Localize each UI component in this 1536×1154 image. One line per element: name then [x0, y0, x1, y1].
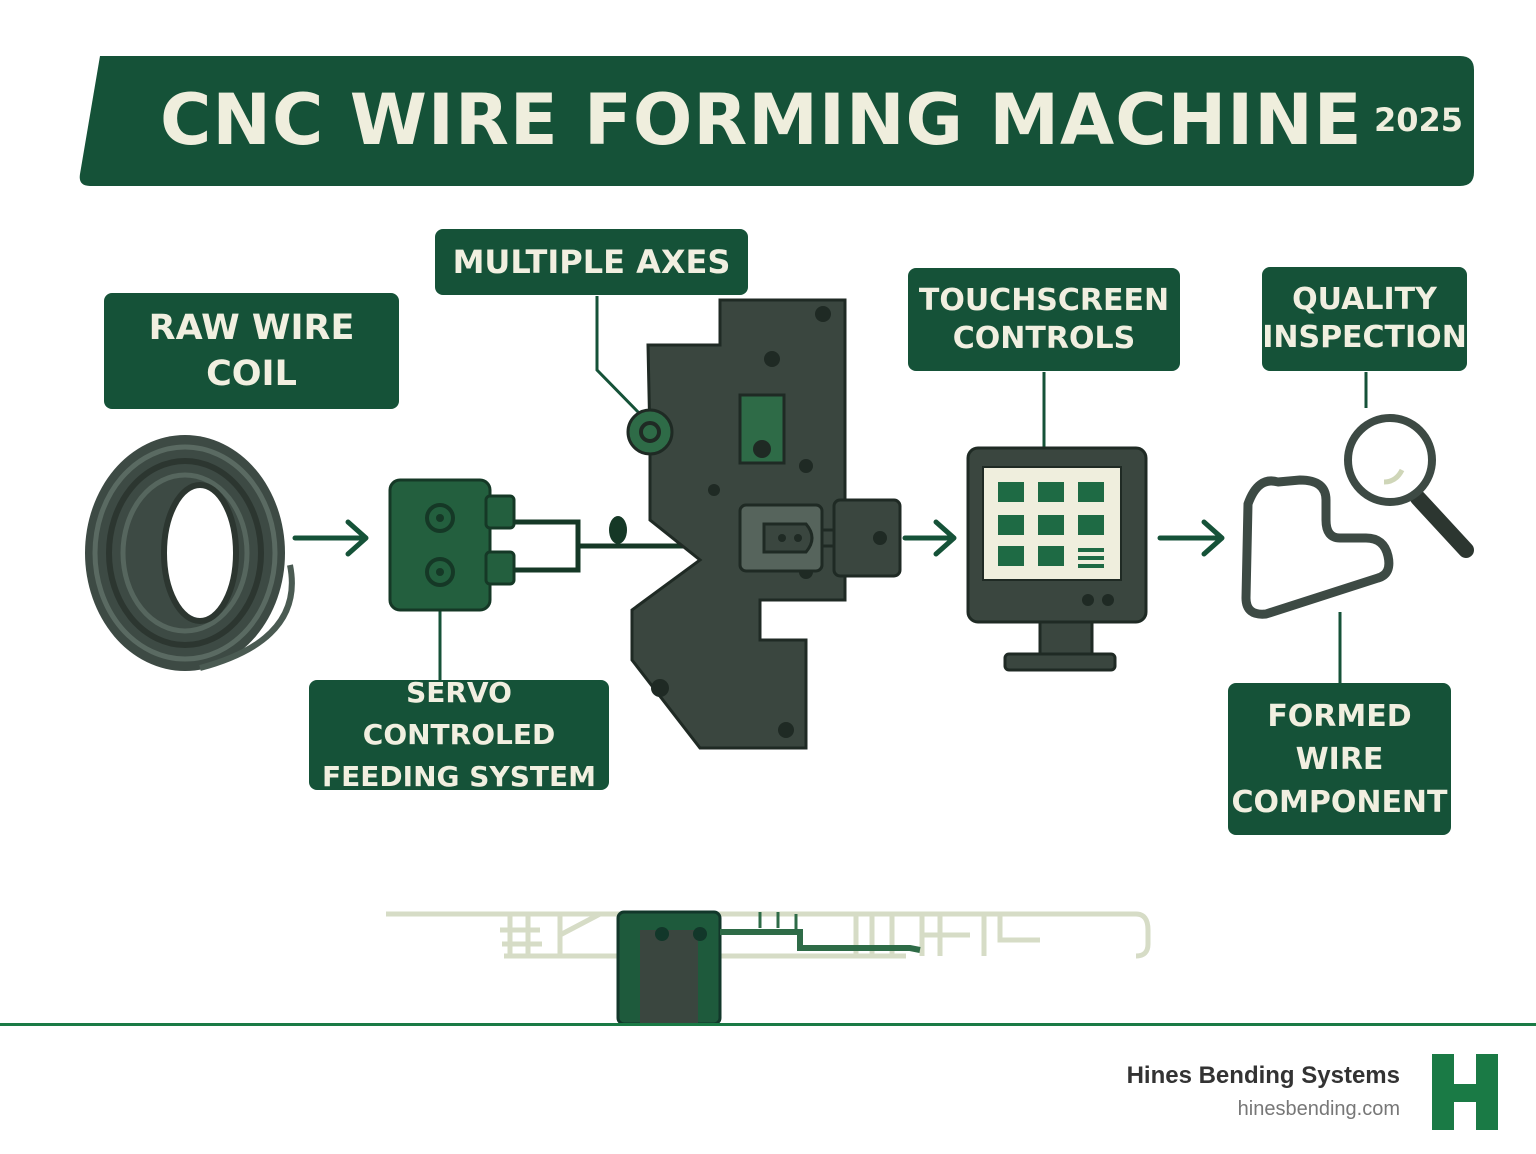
bending-machine-icon	[626, 298, 902, 750]
multiple-axes-connector	[595, 296, 642, 416]
footer-divider	[0, 1023, 1536, 1026]
touchscreen-monitor-icon	[966, 446, 1148, 672]
title-year: 2025	[1374, 101, 1464, 139]
arrow-icon	[902, 519, 957, 557]
title-banner	[78, 56, 1474, 186]
company-name: Hines Bending Systems	[1126, 1062, 1400, 1089]
wire-coil-icon	[85, 435, 295, 671]
multiple-axes-label: MULTIPLE AXES	[435, 229, 748, 295]
servo-feeder-icon	[388, 478, 740, 612]
arrow-icon	[292, 519, 369, 557]
title-banner-shape	[79, 56, 1474, 186]
page-title: CNC WIRE FORMING MACHINE	[160, 79, 1363, 161]
arrow-icon	[1157, 519, 1225, 557]
bottom-process-strip	[386, 910, 1151, 1026]
servo-feeding-label: SERVO CONTROLED FEEDING SYSTEM	[309, 676, 609, 793]
formed-wire-icon	[1241, 475, 1394, 619]
raw-wire-coil-label: RAW WIRE COIL	[104, 293, 399, 409]
quality-inspection-label: QUALITY INSPECTION	[1262, 267, 1467, 371]
axis-joint-icon	[626, 408, 674, 456]
company-logo	[1432, 1054, 1498, 1130]
formed-wire-component-label: FORMED WIRE COMPONENT	[1228, 683, 1451, 835]
touchscreen-controls-label: TOUCHSCREEN CONTROLS	[908, 268, 1180, 371]
flow-arrows	[292, 519, 1225, 557]
magnifying-glass-icon	[1344, 414, 1474, 558]
company-website: hinesbending.com	[1237, 1098, 1400, 1120]
connector-lines	[438, 296, 1368, 684]
